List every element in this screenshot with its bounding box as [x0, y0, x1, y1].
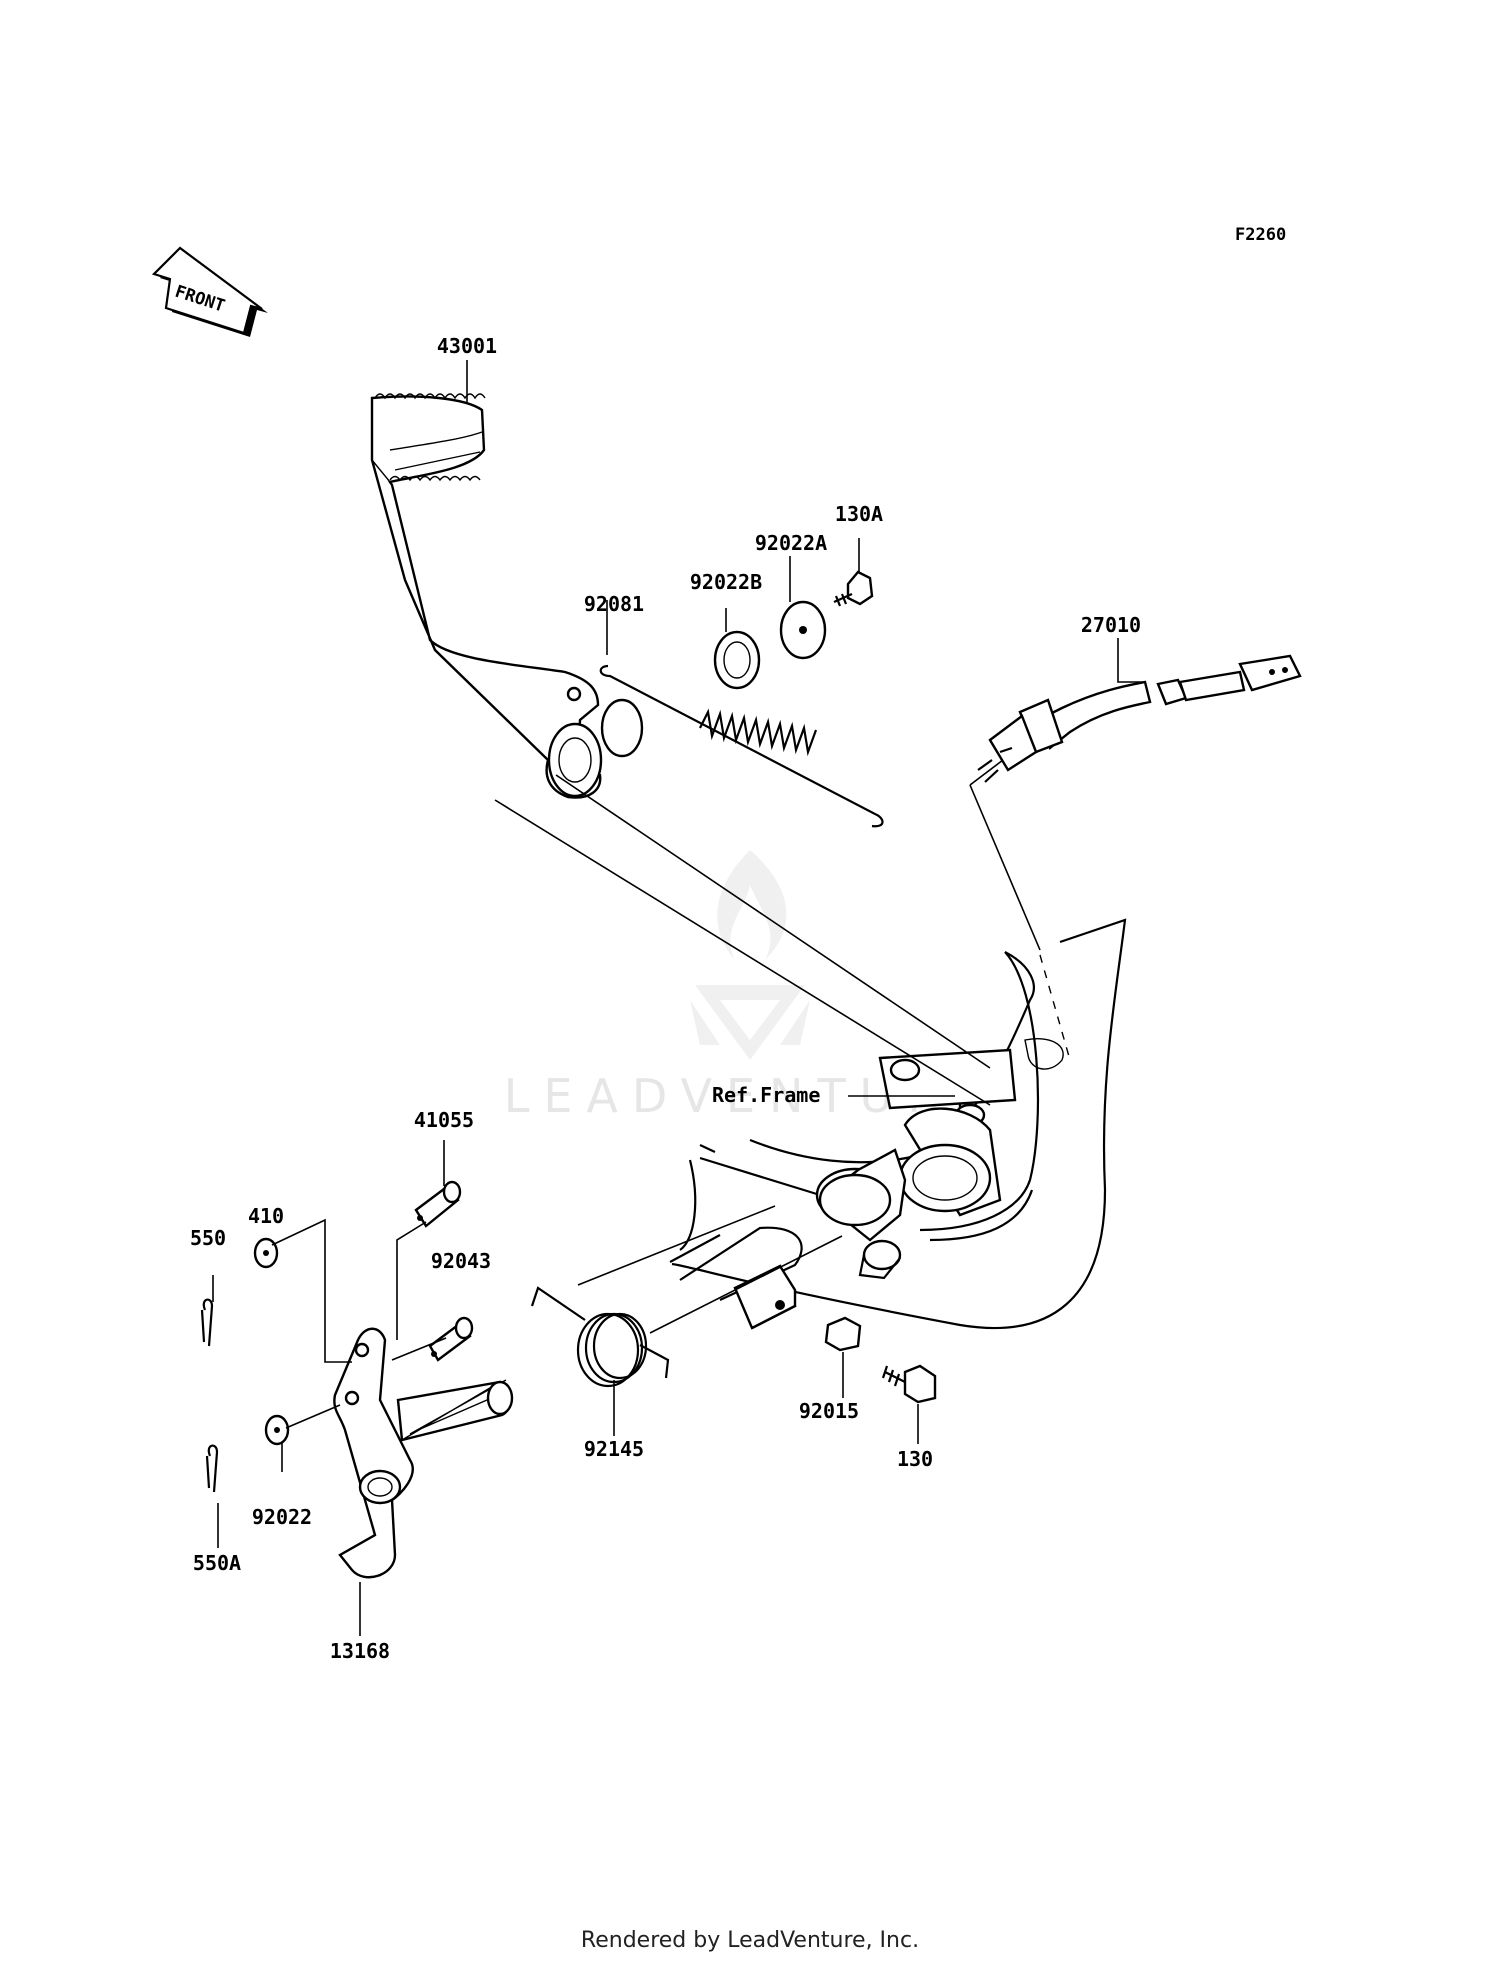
bolt-130 [881, 1364, 937, 1404]
label-92022b: 92022B [690, 570, 762, 594]
brake-arm-13168 [333, 1327, 514, 1579]
front-arrow-icon: FRONT [151, 246, 268, 337]
label-550a: 550A [193, 1551, 241, 1575]
washer-92022b [713, 630, 761, 690]
label-550: 550 [190, 1226, 226, 1250]
spring-92145 [530, 1286, 670, 1388]
footer-credit: Rendered by LeadVenture, Inc. [580, 1928, 920, 1953]
pivot-tube [669, 1148, 907, 1330]
pin-92043 [428, 1316, 474, 1362]
label-43001: 43001 [437, 334, 497, 358]
return-spring-hook-92081 [599, 664, 884, 828]
label-130: 130 [897, 1447, 933, 1471]
frame-outline [671, 918, 1127, 1330]
brake-switch-27010 [977, 654, 1302, 783]
label-92145: 92145 [584, 1437, 644, 1461]
label-130a: 130A [835, 502, 883, 526]
ref-frame-label: Ref.Frame [712, 1083, 820, 1107]
brake-pedal-43001 [370, 393, 644, 799]
cotter-pin-550a [205, 1444, 219, 1493]
label-13168: 13168 [330, 1639, 390, 1663]
label-27010: 27010 [1081, 613, 1141, 637]
pin-41055 [414, 1180, 462, 1228]
label-92043: 92043 [431, 1249, 491, 1273]
watermark-logo [690, 850, 810, 1060]
diagram-code: F2260 [1235, 225, 1286, 245]
label-92015: 92015 [799, 1399, 859, 1423]
label-92022a: 92022A [755, 531, 827, 555]
label-92022: 92022 [252, 1505, 312, 1529]
nut-92015 [824, 1316, 862, 1352]
leader-lines [212, 360, 1145, 1636]
bolt-130a [833, 570, 874, 607]
cotter-pin-550 [200, 1298, 214, 1347]
label-41055: 41055 [414, 1108, 474, 1132]
label-92081: 92081 [584, 592, 644, 616]
label-410: 410 [248, 1204, 284, 1228]
return-spring-coil [699, 708, 818, 757]
